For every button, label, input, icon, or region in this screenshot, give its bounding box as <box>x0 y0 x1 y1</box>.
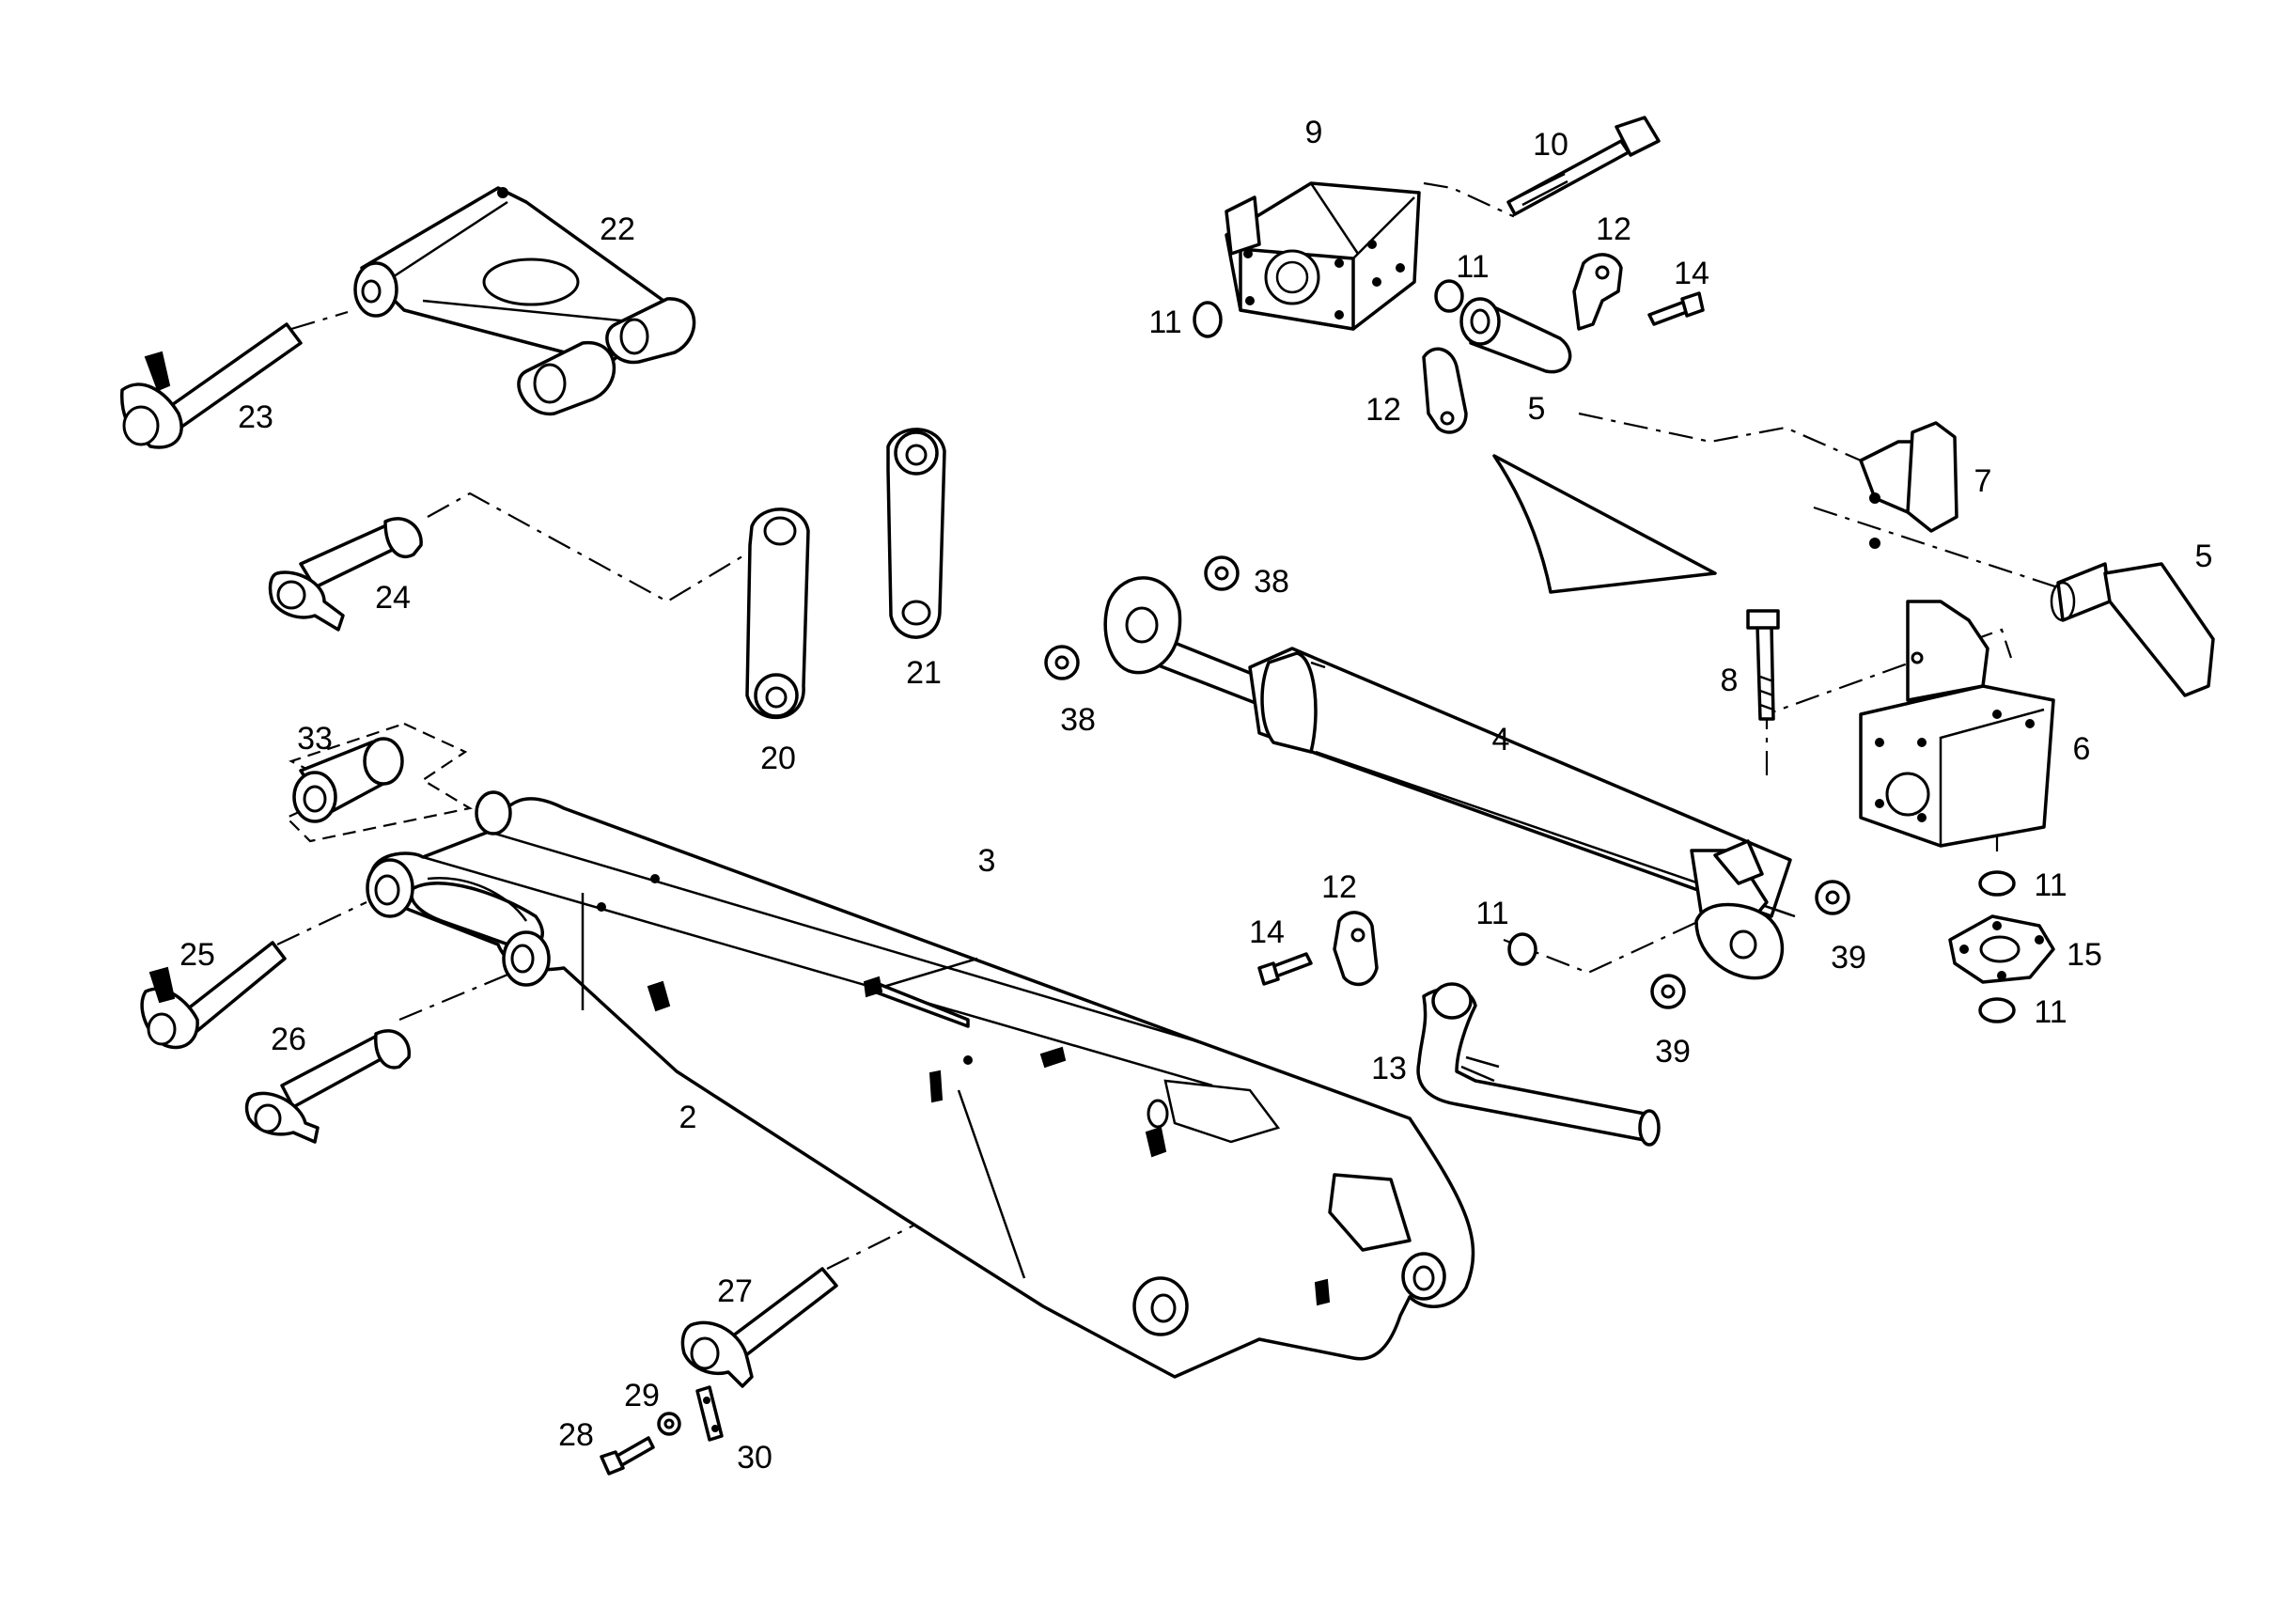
callout-2: 2 <box>679 1100 697 1135</box>
part-7-clamp-block <box>1859 421 1958 549</box>
callout-24: 24 <box>375 580 411 616</box>
part-22-triangular-link <box>353 186 696 415</box>
part-8-bolt <box>1746 609 1780 721</box>
part-14-screws <box>1257 291 1705 986</box>
callout-8: 8 <box>1721 663 1739 698</box>
callout-12: 12 <box>1596 211 1631 247</box>
part-29-washer <box>657 1412 681 1436</box>
callout-21: 21 <box>906 655 942 691</box>
part-5-tube-upper <box>1459 297 1572 374</box>
callout-39: 39 <box>1655 1034 1691 1070</box>
callout-11: 11 <box>2034 867 2067 903</box>
part-20-link <box>745 508 810 720</box>
callout-13: 13 <box>1371 1051 1407 1086</box>
callout-4: 4 <box>1492 722 1510 757</box>
part-6-block <box>1859 600 2055 848</box>
part-2-boom <box>366 790 1475 1379</box>
callout-38: 38 <box>1254 564 1289 600</box>
callout-3: 3 <box>978 843 996 879</box>
callout-30: 30 <box>737 1440 772 1476</box>
part-13-hose <box>1416 982 1661 1147</box>
part-9-valve-block <box>1225 181 1421 331</box>
callout-39: 39 <box>1831 940 1866 976</box>
callout-11: 11 <box>1456 249 1489 285</box>
callout-29: 29 <box>624 1378 660 1413</box>
callout-20: 20 <box>760 741 796 776</box>
callout-11: 11 <box>1148 304 1181 340</box>
part-10-bolt <box>1506 116 1661 216</box>
part-23-pin <box>120 322 303 449</box>
part-38-washers <box>1044 555 1240 680</box>
callout-28: 28 <box>558 1417 594 1453</box>
callout-labels: 9 10 11 11 12 14 12 5 7 5 22 23 24 20 21… <box>179 115 2212 1476</box>
part-33-sleeve <box>292 737 404 823</box>
callout-38: 38 <box>1060 702 1096 738</box>
callout-10: 10 <box>1533 127 1568 163</box>
callout-5: 5 <box>1528 391 1546 427</box>
callout-9: 9 <box>1305 115 1323 150</box>
callout-6: 6 <box>2073 731 2091 767</box>
part-39-washers <box>1650 880 1850 1009</box>
callout-23: 23 <box>238 399 273 435</box>
part-3-grease-line <box>863 957 978 1028</box>
callout-22: 22 <box>600 211 635 247</box>
callout-12: 12 <box>1365 392 1401 428</box>
callout-5: 5 <box>2195 539 2213 574</box>
part-30-plate <box>695 1385 724 1442</box>
callout-15: 15 <box>2067 937 2102 973</box>
callout-7: 7 <box>1974 463 1992 499</box>
callout-11: 11 <box>1475 896 1508 931</box>
callout-33: 33 <box>297 721 333 757</box>
part-24-pin <box>268 517 423 632</box>
callout-25: 25 <box>179 937 215 973</box>
callout-11: 11 <box>2034 994 2067 1030</box>
part-26-pin <box>244 1029 411 1144</box>
callout-14: 14 <box>1249 914 1285 950</box>
part-27-pin <box>680 1267 838 1388</box>
callout-26: 26 <box>271 1022 306 1057</box>
part-28-bolt <box>600 1436 655 1476</box>
part-5-elbow-right <box>2050 562 2215 697</box>
part-11-o-rings <box>1193 279 2016 1023</box>
callout-14: 14 <box>1674 256 1709 291</box>
part-12-flange-halves <box>1333 253 1623 987</box>
callout-12: 12 <box>1321 869 1357 905</box>
triangle-plate <box>1492 454 1717 594</box>
part-4-hydraulic-cylinder <box>1103 576 1796 980</box>
part-21-link <box>886 428 946 639</box>
part-25-pin <box>140 941 287 1050</box>
part-15-flange <box>1948 914 2055 984</box>
callout-27: 27 <box>717 1273 753 1309</box>
